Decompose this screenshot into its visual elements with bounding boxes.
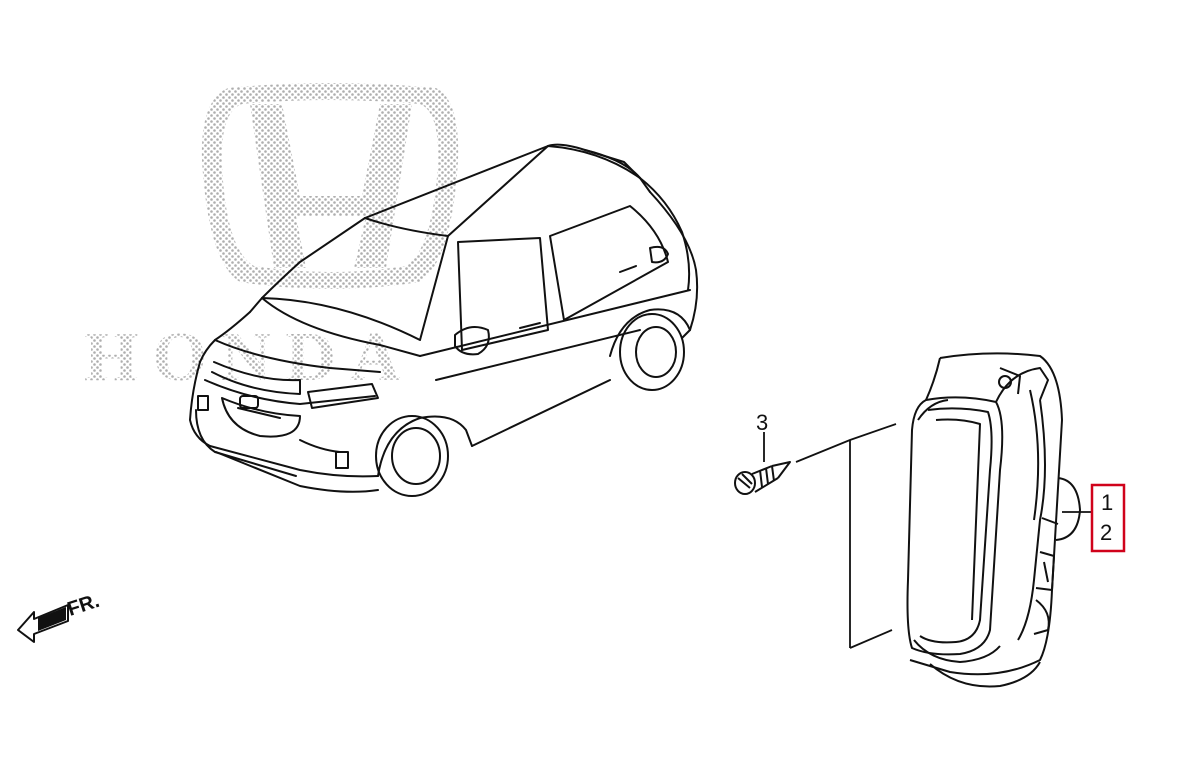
- leader-line-bracket-bottom: [849, 629, 893, 649]
- fog-lamp-assembly: [906, 352, 1081, 688]
- front-direction-label: FR.: [65, 590, 102, 621]
- front-direction-indicator: FR.: [17, 590, 102, 643]
- callout-2-label: 2: [1100, 520, 1112, 545]
- leader-lines: [763, 423, 1093, 649]
- callout-3-label: 3: [756, 410, 768, 435]
- car-illustration: [189, 143, 699, 497]
- callout-1-label: 1: [1101, 490, 1113, 515]
- leader-line-bracket-top: [795, 423, 897, 463]
- honda-logo-watermark: HONDA: [84, 83, 459, 396]
- screw-part: [734, 461, 791, 495]
- front-arrow-fill: [38, 607, 66, 631]
- watermark-brand-text: HONDA: [84, 319, 415, 396]
- highlight-box: [1090, 483, 1126, 553]
